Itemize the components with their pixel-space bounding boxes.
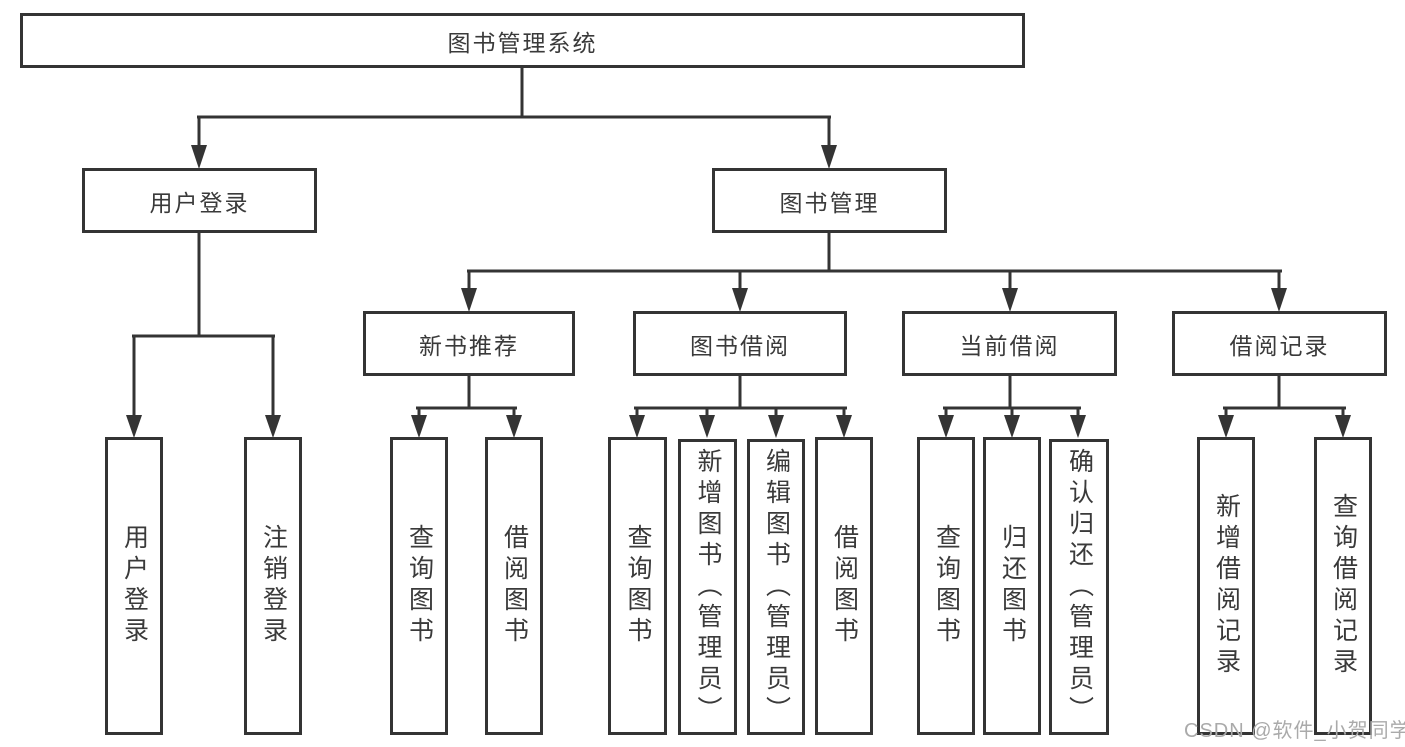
node-current-borrow: 当前借阅 <box>902 311 1117 376</box>
node-new-book-recommend: 新书推荐 <box>363 311 575 376</box>
leaf-borrow-books-recommend: 借阅图书 <box>485 437 543 735</box>
leaf-query-borrow-record: 查询借阅记录 <box>1314 437 1372 735</box>
csdn-watermark: CSDN @软件_小贺同学 <box>1184 720 1405 742</box>
connector-borrow-records-to-children <box>1218 376 1351 438</box>
node-book-borrow: 图书借阅 <box>633 311 847 376</box>
connector-book-management-to-level3 <box>461 233 1287 312</box>
leaf-query-books-current: 查询图书 <box>917 437 975 735</box>
leaf-user-login: 用户登录 <box>105 437 163 735</box>
node-root-library-system: 图书管理系统 <box>20 13 1025 68</box>
node-user-login: 用户登录 <box>82 168 317 233</box>
leaf-query-books-recommend: 查询图书 <box>390 437 448 735</box>
node-book-management: 图书管理 <box>712 168 947 233</box>
connector-root-to-level2 <box>191 68 837 169</box>
connector-user-login-to-children <box>126 233 281 438</box>
leaf-return-book: 归还图书 <box>983 437 1041 735</box>
connector-book-borrow-to-children <box>629 376 852 438</box>
leaf-add-borrow-record: 新增借阅记录 <box>1197 437 1255 735</box>
connector-new-book-recommend-to-children <box>411 376 522 438</box>
node-borrow-records: 借阅记录 <box>1172 311 1387 376</box>
leaf-borrow-books-borrow: 借阅图书 <box>815 437 873 735</box>
leaf-query-books-borrow: 查询图书 <box>608 437 667 735</box>
leaf-edit-book-admin: 编辑图书（管理员） <box>747 439 805 735</box>
leaf-confirm-return-admin: 确认归还（管理员） <box>1049 439 1109 735</box>
connector-current-borrow-to-children <box>938 376 1086 438</box>
leaf-add-book-admin: 新增图书（管理员） <box>678 439 737 735</box>
leaf-logout: 注销登录 <box>244 437 302 735</box>
